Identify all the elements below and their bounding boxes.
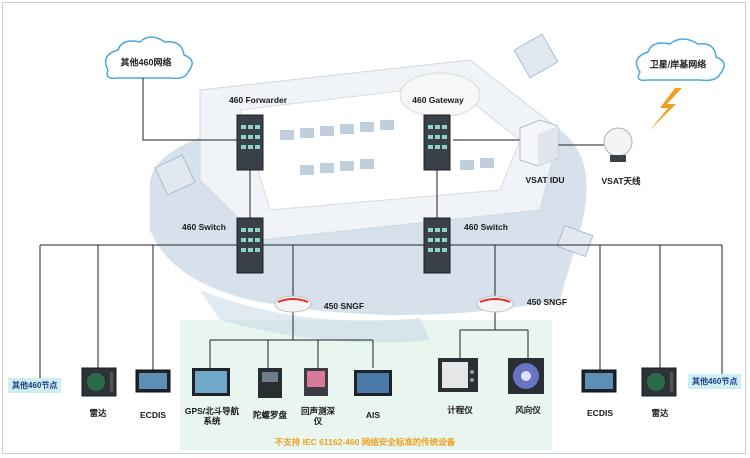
gateway-box [423,114,451,171]
switch-right-label: 460 Switch [464,222,508,232]
ecdis-right-label: ECDIS [587,408,613,418]
wind-label: 风向仪 [515,405,541,415]
gps-label: GPS/北斗导航 系统 [184,406,240,426]
forwarder-box [236,114,264,171]
sngf-right-label: 450 SNGF [526,297,568,307]
radar-right-label: 雷达 [651,408,669,418]
forwarder-label: 460 Forwarder [228,95,288,105]
other-node-right-badge: 其他460节点 [688,374,742,389]
echo-label: 回声测深 仪 [300,406,336,426]
ais-label: AIS [365,410,381,420]
radar-left-device [81,367,117,397]
cloud-right-label: 卫星/岸基网络 [649,59,707,70]
cloud-left-label: 其他460网络 [120,57,172,68]
cloud-right-shape [635,38,725,82]
echo-device [304,368,328,396]
switch-left-label: 460 Switch [182,222,226,232]
cloud-left-shape [104,36,193,80]
legacy-equipment-note: 不支持 IEC 61162-460 网络安全标准的传统设备 [274,437,456,447]
log-label: 计程仪 [447,405,473,415]
vsat-antenna-label: VSAT天线 [601,176,641,186]
network-wiring [39,78,723,378]
ecdis-left-label: ECDIS [140,410,166,420]
gyro-device [258,368,282,398]
diagram-frame [2,2,746,454]
vsat-idu-box [519,119,559,167]
switch-left-box [236,217,264,274]
sngf-left-unit [274,295,312,313]
switch-right-box [423,217,451,274]
ecdis-right-device [581,369,617,393]
sngf-left-label: 450 SNGF [323,301,365,311]
wind-device [508,358,544,394]
ecdis-left-device [135,369,171,393]
radar-left-label: 雷达 [89,408,107,418]
sngf-right-unit [476,295,514,313]
other-node-left-badge: 其他460节点 [8,378,62,393]
ais-device [354,370,392,396]
log-device [438,358,478,392]
vsat-antenna-dome [603,127,633,162]
radar-right-device [641,367,677,397]
gateway-label: 460 Gateway [412,95,464,105]
gyro-label: 陀螺罗盘 [252,410,288,420]
vsat-idu-label: VSAT IDU [525,175,565,185]
gps-device [192,368,230,396]
wireless-link-icon [650,88,682,130]
